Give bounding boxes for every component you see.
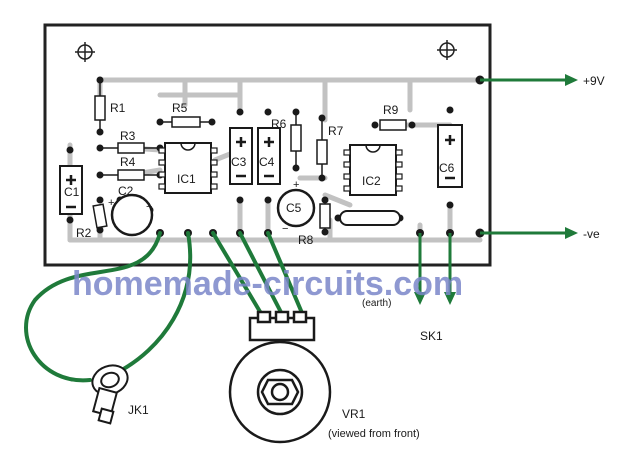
mounting-hole-right: [437, 40, 457, 60]
wire-vr1-a: [211, 231, 267, 322]
supply-leads: [414, 74, 578, 305]
label-supply-neg: -ve: [583, 227, 600, 241]
label-c7: C7: [360, 211, 376, 225]
capacitor-c3: [229, 127, 253, 185]
label-r5: R5: [172, 101, 188, 115]
resistor-r3: [117, 142, 145, 154]
mounting-hole-left: [75, 42, 95, 62]
label-ic1: IC1: [177, 172, 196, 186]
label-c6: C6: [439, 161, 455, 175]
wires: [24, 231, 307, 383]
capacitor-c1: [59, 165, 83, 215]
label-sk1: SK1: [420, 329, 443, 343]
resistor-r5: [171, 116, 201, 128]
ic2-chip: [343, 144, 403, 196]
capacitor-c5: [276, 188, 316, 228]
label-r9: R9: [383, 103, 399, 117]
resistor-r2: [92, 203, 108, 229]
label-r7: R7: [328, 124, 344, 138]
label-r8: R8: [298, 233, 314, 247]
resistor-r7: [316, 139, 328, 165]
watermark-text: homemade-circuits.com: [72, 265, 463, 303]
label-supply-pos: +9V: [583, 74, 605, 88]
vr1-potentiometer: [228, 310, 332, 444]
capacitor-c2: [110, 193, 154, 237]
label-r1: R1: [110, 101, 126, 115]
label-ic2: IC2: [362, 174, 381, 188]
resistors: [92, 80, 407, 229]
label-c5-minus: −: [282, 223, 288, 235]
label-earth: (earth): [362, 298, 391, 309]
jk1-jack: [91, 364, 129, 425]
resistor-r8: [319, 203, 331, 229]
label-c2: C2: [118, 184, 134, 198]
resistor-r4: [117, 169, 145, 181]
label-vr1: VR1: [342, 407, 366, 421]
wire-vr1-b: [238, 231, 287, 322]
label-r6: R6: [271, 117, 287, 131]
label-r2: R2: [76, 226, 92, 240]
label-r3: R3: [120, 129, 136, 143]
resistor-r6: [290, 124, 302, 152]
label-c5-plus: +: [293, 179, 299, 191]
capacitor-c7: [339, 210, 401, 226]
label-c1: C1: [64, 185, 80, 199]
wire-jk1-signal: [24, 231, 162, 383]
ic1-chip: [158, 142, 218, 194]
label-c5: C5: [286, 201, 302, 215]
label-c2-plus: +: [108, 197, 114, 209]
label-c3: C3: [231, 155, 247, 169]
capacitor-polarity-marks: [66, 135, 455, 209]
wire-jk1-ground: [116, 231, 193, 374]
capacitor-c4: [257, 127, 281, 185]
label-jk1: JK1: [128, 403, 149, 417]
label-vr1-note: (viewed from front): [328, 428, 420, 440]
label-r4: R4: [120, 155, 136, 169]
resistor-r1: [94, 95, 106, 121]
label-c2-minus: −: [146, 201, 152, 213]
wire-vr1-c: [266, 231, 307, 322]
resistor-r9: [379, 119, 407, 131]
label-c4: C4: [259, 155, 275, 169]
